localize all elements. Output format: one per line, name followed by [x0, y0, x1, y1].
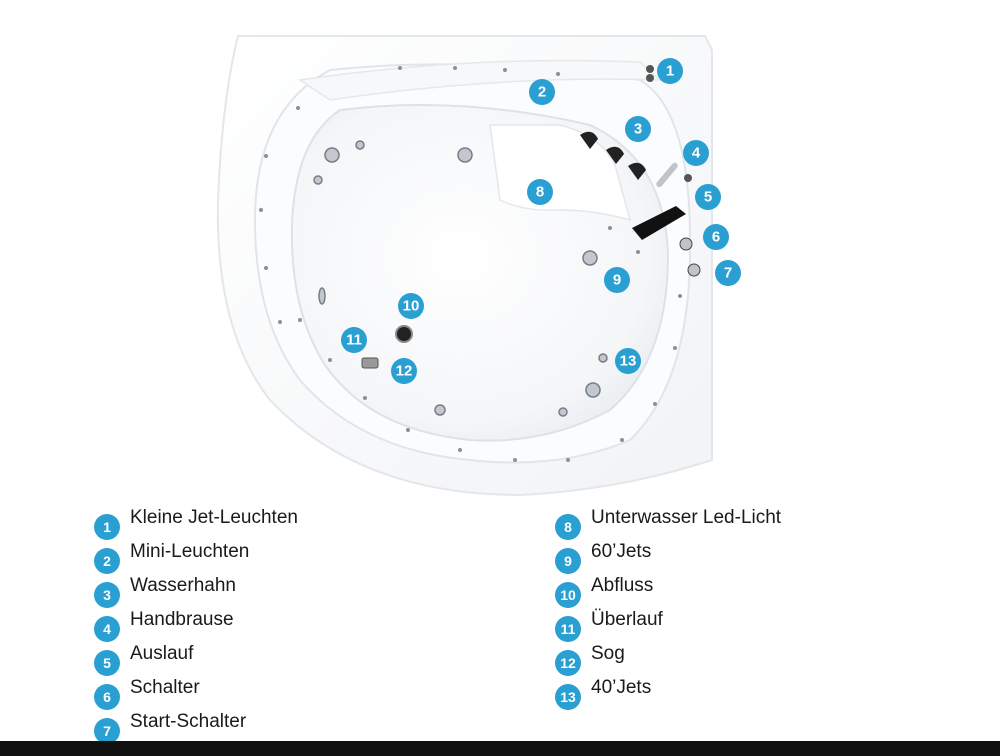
- legend-label-7: Start-Schalter: [130, 711, 247, 732]
- legend-badge-7: 7: [94, 718, 120, 744]
- marker-13-circle: [615, 348, 641, 374]
- headrest: [297, 59, 663, 101]
- legend-label-2: Mini-Leuchten: [130, 541, 250, 562]
- legend-item-1: 1 Kleine Jet-Leuchten: [94, 507, 298, 540]
- legend-item-3: 3 Wasserhahn: [94, 575, 236, 608]
- overflow: [361, 357, 379, 369]
- legend-item-10: 10 Abfluss: [555, 575, 654, 608]
- legend-badge-1: 1: [94, 514, 120, 540]
- marker-4-number: 4: [692, 145, 701, 162]
- legend-label-5: Auslauf: [130, 643, 194, 664]
- marker-1-circle: [657, 58, 683, 84]
- legend-item-11: 11 Überlauf: [555, 609, 663, 642]
- marker-12: 12: [391, 358, 417, 384]
- marker-8-number: 8: [536, 184, 544, 201]
- legend-item-12: 12 Sog: [555, 643, 625, 676]
- marker-4-circle: [683, 140, 709, 166]
- jets: [313, 140, 608, 417]
- marker-10-number: 10: [403, 298, 420, 315]
- legend-badge-6: 6: [94, 684, 120, 710]
- marker-11: 11: [341, 327, 367, 353]
- legend-badge-13: 13: [555, 684, 581, 710]
- legend-badge-10: 10: [555, 582, 581, 608]
- marker-6-number: 6: [712, 229, 720, 246]
- legend-badge-12: 12: [555, 650, 581, 676]
- legend-item-5: 5 Auslauf: [94, 643, 194, 676]
- legend-item-8: 8 Unterwasser Led-Licht: [555, 507, 782, 540]
- legend-badge-11: 11: [555, 616, 581, 642]
- marker-7-number: 7: [724, 265, 732, 282]
- marker-6-circle: [703, 224, 729, 250]
- marker-4: 4: [683, 140, 709, 166]
- legend-badge-3: 3: [94, 582, 120, 608]
- legend-label-10: Abfluss: [591, 575, 654, 596]
- legend-badge-8: 8: [555, 514, 581, 540]
- legend-item-6: 6 Schalter: [94, 677, 200, 710]
- marker-9-circle: [604, 267, 630, 293]
- marker-8-circle: [527, 179, 553, 205]
- legend-item-2: 2 Mini-Leuchten: [94, 541, 250, 574]
- marker-1-number: 1: [666, 63, 674, 80]
- legend-label-1: Kleine Jet-Leuchten: [130, 507, 298, 528]
- legend-badge-5: 5: [94, 650, 120, 676]
- legend-item-7: 7 Start-Schalter: [94, 711, 247, 744]
- legend-badge-2: 2: [94, 548, 120, 574]
- legend-badge-9: 9: [555, 548, 581, 574]
- marker-5: 5: [695, 184, 721, 210]
- marker-10: 10: [398, 293, 424, 319]
- legend-label-12: Sog: [591, 643, 625, 664]
- marker-5-number: 5: [704, 189, 712, 206]
- marker-12-circle: [391, 358, 417, 384]
- legend-label-4: Handbrause: [130, 609, 234, 630]
- legend-label-8: Unterwasser Led-Licht: [591, 507, 782, 528]
- marker-3-number: 3: [634, 121, 642, 138]
- legend-item-9: 9 60’Jets: [555, 541, 652, 574]
- legend-label-6: Schalter: [130, 677, 200, 698]
- drain: [395, 325, 413, 343]
- marker-13-number: 13: [620, 353, 637, 370]
- marker-8: 8: [527, 179, 553, 205]
- marker-11-circle: [341, 327, 367, 353]
- legend-label-11: Überlauf: [591, 609, 663, 630]
- legend-label-13: 40’Jets: [591, 677, 652, 698]
- legend-badge-4: 4: [94, 616, 120, 642]
- marker-5-circle: [695, 184, 721, 210]
- legend-item-13: 13 40’Jets: [555, 677, 652, 710]
- fittings: [580, 65, 701, 277]
- legend-label-3: Wasserhahn: [130, 575, 236, 596]
- marker-12-number: 12: [396, 363, 413, 380]
- legend-item-4: 4 Handbrause: [94, 609, 234, 642]
- bottom-bar: [0, 741, 1000, 756]
- legend-label-9: 60’Jets: [591, 541, 652, 562]
- marker-10-circle: [398, 293, 424, 319]
- marker-9: 9: [604, 267, 630, 293]
- mini-led-lights: [259, 66, 682, 462]
- marker-2-number: 2: [538, 84, 546, 101]
- marker-6: 6: [703, 224, 729, 250]
- marker-7-circle: [715, 260, 741, 286]
- marker-11-number: 11: [346, 332, 362, 349]
- marker-3: 3: [625, 116, 651, 142]
- marker-7: 7: [715, 260, 741, 286]
- marker-13: 13: [615, 348, 641, 374]
- marker-2: 2: [529, 79, 555, 105]
- marker-1: 1: [657, 58, 683, 84]
- marker-9-number: 9: [613, 272, 621, 289]
- marker-2-circle: [529, 79, 555, 105]
- marker-3-circle: [625, 116, 651, 142]
